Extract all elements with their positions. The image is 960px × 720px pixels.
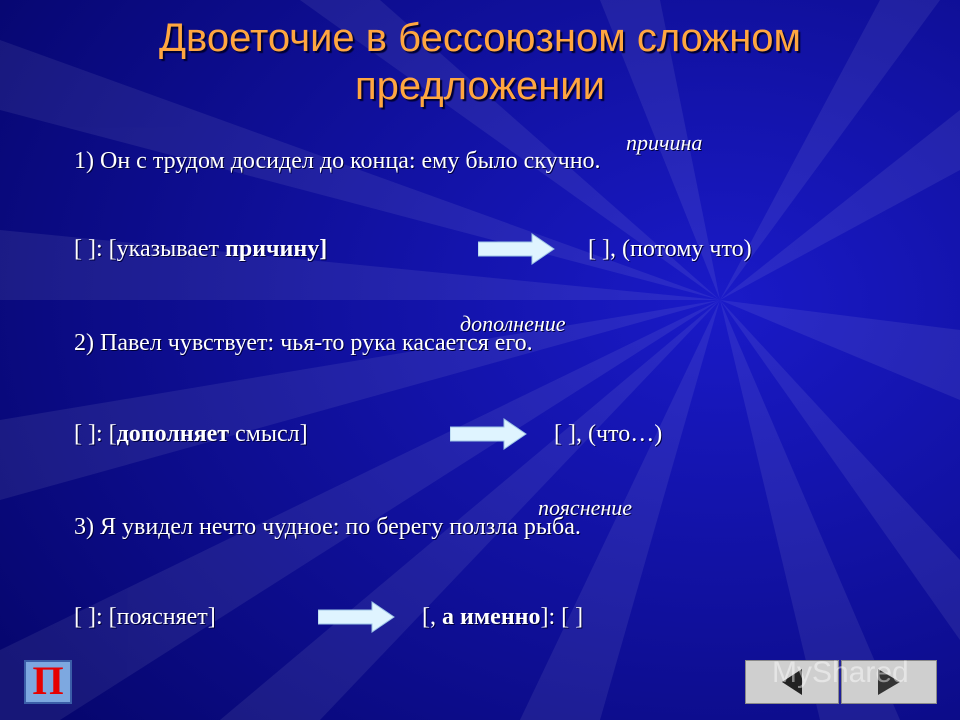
slide-title: Двоеточие в бессоюзном сложном предложен…	[158, 16, 802, 108]
scheme-bold-text: а именно	[442, 604, 541, 630]
arrow-right-icon	[478, 233, 555, 265]
next-slide-button[interactable]	[841, 660, 937, 704]
arrow-right-icon	[450, 418, 527, 450]
scheme-text: ]: [ ]	[540, 604, 584, 630]
example-1-scheme-left: [ ]: [указывает причину]	[74, 236, 327, 263]
label-addition: дополнение	[460, 311, 566, 336]
example-3-sentence: 3) Я увидел нечто чудное: по берегу полз…	[74, 514, 581, 540]
example-1-sentence: 1) Он с трудом досидел до конца: ему был…	[74, 148, 601, 174]
example-2-scheme-right: [ ], (что…)	[554, 421, 663, 447]
prev-slide-button[interactable]	[745, 660, 839, 704]
example-1-scheme-right: [ ], (потому что)	[588, 236, 752, 262]
scheme-text: [ ]: [	[74, 421, 117, 447]
example-3-scheme-right: [, а именно]: [ ]	[422, 604, 583, 631]
label-explanation: пояснение	[538, 495, 633, 520]
home-button[interactable]: П	[24, 660, 72, 704]
arrow-right-icon	[318, 601, 395, 633]
label-reason: причина	[626, 130, 703, 155]
back-triangle-icon	[782, 669, 802, 695]
scheme-bold-text: дополняет	[116, 421, 230, 447]
example-2-sentence: 2) Павел чувствует: чья-то рука касается…	[74, 330, 533, 356]
scheme-bold-text: причину]	[225, 236, 328, 262]
scheme-text: [,	[422, 604, 442, 630]
forward-triangle-icon	[878, 669, 900, 695]
example-3-scheme-left: [ ]: [поясняет]	[74, 604, 216, 630]
scheme-text: [ ]: [указывает	[74, 236, 226, 262]
example-2-scheme-left: [ ]: [дополняет смысл]	[74, 421, 308, 448]
watermark: MyShared	[772, 656, 909, 689]
scheme-text: смысл]	[229, 421, 308, 447]
